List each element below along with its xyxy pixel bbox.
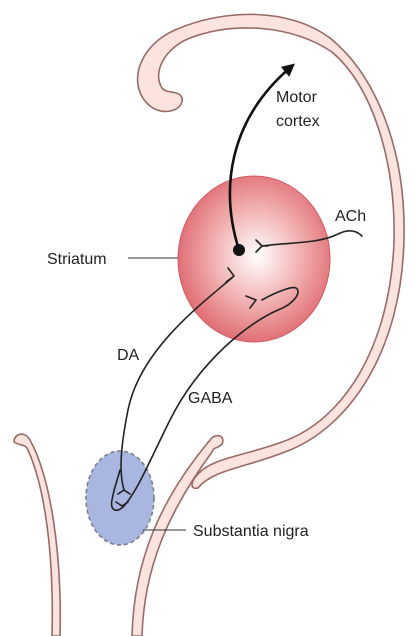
brainstem-left-outline bbox=[14, 434, 60, 636]
motor-cortex-label-line1: Motor bbox=[276, 89, 318, 106]
striatum bbox=[178, 176, 330, 342]
gaba-label: GABA bbox=[188, 390, 233, 407]
substantia-nigra bbox=[86, 451, 154, 545]
substantia-nigra-label: Substantia nigra bbox=[193, 523, 309, 540]
motor-cortex-label-line2: cortex bbox=[276, 113, 320, 130]
output-neuron-soma bbox=[233, 244, 245, 256]
striatum-label: Striatum bbox=[47, 251, 107, 268]
da-label: DA bbox=[117, 347, 140, 364]
ach-label: ACh bbox=[335, 208, 366, 225]
